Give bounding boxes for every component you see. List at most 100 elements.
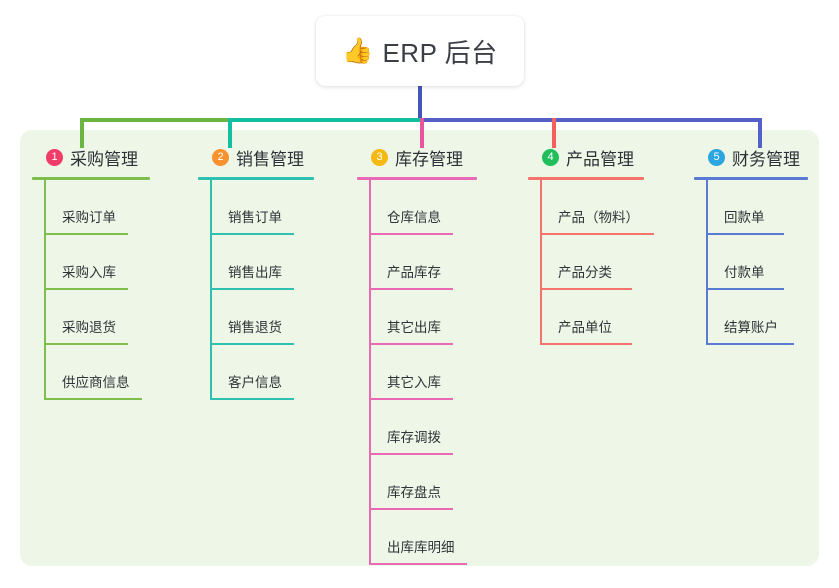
list-item[interactable]: 客户信息 (198, 345, 314, 400)
item-label: 仓库信息 (387, 210, 441, 225)
branch-items: 采购订单采购入库采购退货供应商信息 (32, 180, 150, 400)
item-underline (540, 288, 632, 290)
item-underline (369, 508, 453, 510)
item-connector-spine (540, 235, 542, 290)
item-label: 库存调拨 (387, 430, 441, 445)
list-item[interactable]: 其它入库 (357, 345, 477, 400)
list-item[interactable]: 销售退货 (198, 290, 314, 345)
root-node-title: ERP 后台 (382, 37, 498, 68)
list-item[interactable]: 库存盘点 (357, 455, 477, 510)
item-underline (706, 288, 784, 290)
item-label: 出库库明细 (387, 540, 455, 555)
item-label: 客户信息 (228, 375, 282, 390)
item-underline (369, 563, 467, 565)
list-item[interactable]: 产品库存 (357, 235, 477, 290)
branch-items: 仓库信息产品库存其它出库其它入库库存调拨库存盘点出库库明细 (357, 180, 477, 565)
item-underline (540, 343, 632, 345)
item-label: 销售退货 (228, 320, 282, 335)
item-label: 供应商信息 (62, 375, 130, 390)
list-item[interactable]: 采购入库 (32, 235, 150, 290)
branch-header-underline (528, 177, 644, 180)
item-underline (44, 288, 128, 290)
item-underline (210, 288, 294, 290)
item-label: 其它出库 (387, 320, 441, 335)
item-label: 采购订单 (62, 210, 116, 225)
branch-header-underline (198, 177, 314, 180)
item-label: 产品库存 (387, 265, 441, 280)
list-item[interactable]: 回款单 (694, 180, 808, 235)
item-connector-spine (706, 235, 708, 290)
item-connector-spine (369, 455, 371, 510)
list-item[interactable]: 仓库信息 (357, 180, 477, 235)
item-underline (369, 453, 453, 455)
branch-items: 产品（物料） 产品分类产品单位 (528, 180, 654, 345)
item-underline (706, 233, 784, 235)
list-item[interactable]: 产品分类 (528, 235, 644, 290)
branch-number-badge: 2 (212, 148, 229, 166)
item-connector-spine (210, 180, 212, 235)
item-label: 其它入库 (387, 375, 441, 390)
item-connector-spine (540, 290, 542, 345)
list-item[interactable]: 产品单位 (528, 290, 644, 345)
item-connector-spine (369, 345, 371, 400)
branch-items: 回款单付款单结算账户 (694, 180, 808, 345)
connector-drop-finance (758, 118, 762, 148)
diagram-panel (20, 130, 819, 566)
branch-title: 财务管理 (732, 149, 800, 169)
branch-header-5[interactable]: 5 财务管理 (694, 144, 808, 170)
connector-drop-purchasing (80, 118, 84, 148)
item-connector-spine (44, 290, 46, 345)
root-stem (418, 86, 422, 122)
item-connector-spine (540, 180, 542, 235)
list-item[interactable]: 销售订单 (198, 180, 314, 235)
branch-header-underline (357, 177, 477, 180)
item-label: 结算账户 (724, 320, 778, 335)
item-underline (369, 233, 453, 235)
item-label: 产品单位 (558, 320, 612, 335)
item-label: 销售出库 (228, 265, 282, 280)
item-underline (44, 233, 128, 235)
item-underline (540, 233, 654, 235)
list-item[interactable]: 销售出库 (198, 235, 314, 290)
item-underline (44, 398, 142, 400)
item-connector-spine (369, 180, 371, 235)
list-item[interactable]: 出库库明细 (357, 510, 477, 565)
branch-column-5: 5 财务管理回款单付款单结算账户 (694, 144, 808, 345)
list-item[interactable]: 付款单 (694, 235, 808, 290)
connector-drop-sales (228, 118, 232, 148)
connector-drop-product (552, 118, 556, 148)
item-label: 产品（物料） (558, 210, 639, 225)
branch-header-underline (32, 177, 150, 180)
list-item[interactable]: 其它出库 (357, 290, 477, 345)
branch-title: 采购管理 (70, 149, 138, 169)
item-connector-spine (369, 400, 371, 455)
item-label: 产品分类 (558, 265, 612, 280)
branch-number-badge: 4 (542, 148, 559, 166)
list-item[interactable]: 产品（物料） (528, 180, 654, 235)
branch-header-4[interactable]: 4 产品管理 (528, 144, 644, 170)
item-underline (210, 398, 294, 400)
item-label: 付款单 (724, 265, 765, 280)
item-underline (369, 288, 453, 290)
item-connector-spine (44, 235, 46, 290)
branch-items: 销售订单销售出库销售退货客户信息 (198, 180, 314, 400)
branch-number-badge: 5 (708, 148, 725, 166)
item-connector-spine (706, 180, 708, 235)
list-item[interactable]: 采购订单 (32, 180, 150, 235)
item-label: 采购退货 (62, 320, 116, 335)
list-item[interactable]: 库存调拨 (357, 400, 477, 455)
item-label: 回款单 (724, 210, 765, 225)
list-item[interactable]: 供应商信息 (32, 345, 150, 400)
item-connector-spine (210, 235, 212, 290)
list-item[interactable]: 采购退货 (32, 290, 150, 345)
root-node-erp-backend[interactable]: 👍 ERP 后台 (316, 16, 524, 86)
list-item[interactable]: 结算账户 (694, 290, 808, 345)
branch-title: 产品管理 (566, 149, 634, 169)
item-connector-spine (210, 290, 212, 345)
item-connector-spine (369, 235, 371, 290)
